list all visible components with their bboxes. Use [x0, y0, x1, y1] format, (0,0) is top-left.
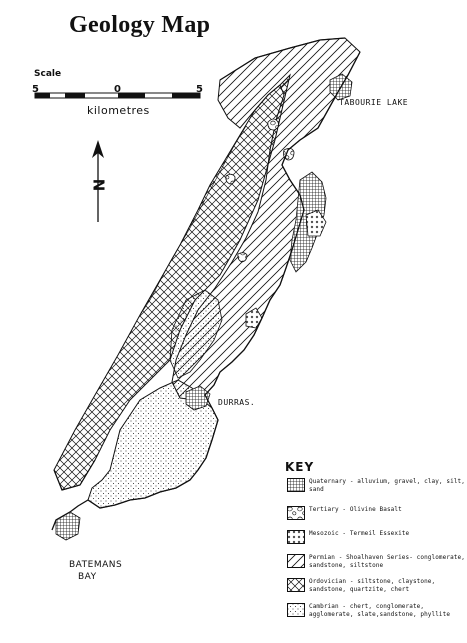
key-item-tertiary: Tertiary - Olivine Basalt [287, 506, 465, 538]
scale-unit: kilometres [87, 104, 150, 117]
key-title: KEY [285, 460, 315, 474]
key-item-permian: Permian - Shoalhaven Series- conglomerat… [287, 554, 465, 586]
place-batemans-bay-line1: BATEMANS [69, 560, 123, 570]
tertiary-swatch [287, 506, 305, 520]
key-item-quaternary: Quaternary - alluvium, gravel, clay, sil… [287, 478, 465, 510]
quaternary-swatch [287, 478, 305, 492]
key-item-cambrian: Cambrian - chert, conglomerate, agglomer… [287, 603, 465, 635]
scale-tick-zero: 0 [114, 84, 121, 95]
place-tabourie-lake: TABOURIE LAKE [339, 98, 409, 107]
cambrian-middle-strip [169, 289, 223, 379]
tertiary-blob-3 [225, 173, 236, 185]
tertiary-blob-1 [267, 118, 279, 131]
place-durras: DURRAS. [218, 398, 256, 407]
north-arrow [92, 140, 104, 222]
key-text-tertiary: Tertiary - Olivine Basalt [309, 506, 402, 513]
tertiary-blob-4 [237, 252, 248, 263]
key-text-permian: Permian - Shoalhaven Series- conglomerat… [309, 554, 465, 569]
key-item-ordovician: Ordovician - siltstone, claystone, sands… [287, 578, 465, 610]
mesozoic-swatch [287, 530, 305, 544]
western-boundary [53, 37, 346, 491]
cambrian-swatch [287, 603, 305, 617]
key-text-ordovician: Ordovician - siltstone, claystone, sands… [309, 578, 436, 593]
key-text-quaternary: Quaternary - alluvium, gravel, clay, sil… [309, 478, 465, 493]
quaternary-durras-patch [185, 385, 211, 411]
place-batemans-bay-line2: BAY [78, 572, 97, 582]
key-text-cambrian: Cambrian - chert, conglomerate, agglomer… [309, 603, 451, 618]
permian-northwest [139, 125, 247, 316]
key-item-mesozoic: Mesozoic - Termeil Essexite [287, 530, 465, 562]
scale-label: Scale [34, 69, 62, 79]
permian-swatch [287, 554, 305, 568]
map-title: Geology Map [69, 12, 211, 38]
mesozoic-patch [305, 209, 327, 237]
north-label: N [90, 178, 109, 192]
quaternary-batemans-patch [55, 511, 81, 541]
scale-tick-left: 5 [32, 84, 39, 95]
scale-tick-right: 5 [196, 84, 203, 95]
key-text-mesozoic: Mesozoic - Termeil Essexite [309, 530, 410, 537]
scale-bar [34, 92, 201, 99]
ordovician-swatch [287, 578, 305, 592]
coastline [51, 51, 361, 531]
